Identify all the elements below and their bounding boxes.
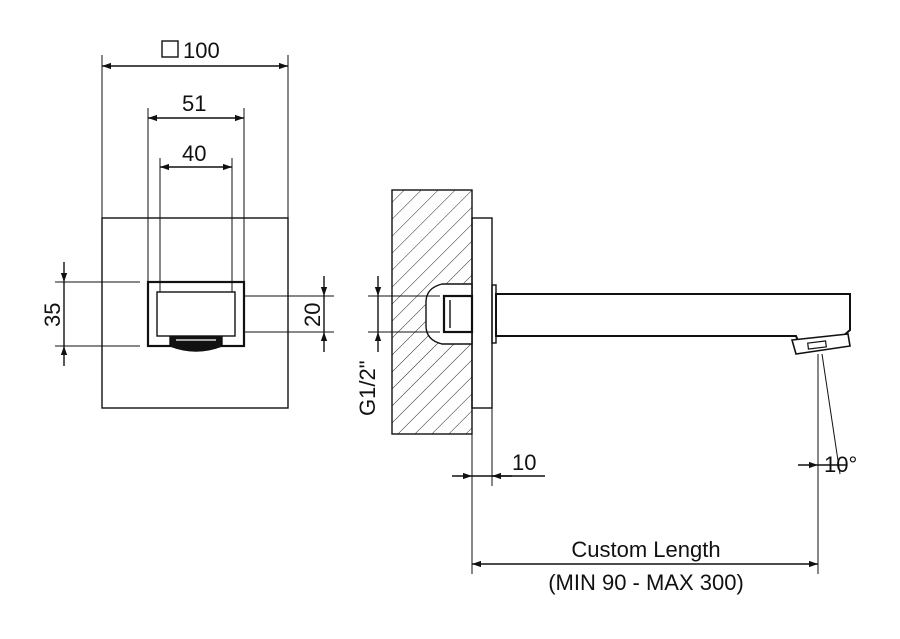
side-plate: [471, 217, 493, 409]
dim-angle: 10°: [824, 452, 857, 477]
dim-inner-width: 40: [182, 141, 206, 166]
dim-thread: G1/2": [355, 360, 380, 416]
front-outlet-inner: [156, 291, 236, 337]
side-view: G1/2" 10 10° Custom Length (MIN 90 - MAX…: [355, 189, 857, 595]
spout-body: [495, 293, 851, 347]
front-aerator: [169, 336, 223, 352]
dim-plate-width: 100: [183, 38, 220, 63]
front-view: 100 51 40 35 20: [40, 38, 334, 409]
dim-length-range: (MIN 90 - MAX 300): [548, 570, 744, 595]
front-plate: [101, 217, 289, 409]
square-symbol-icon: [161, 40, 179, 58]
dim-inner-height: 20: [300, 303, 325, 327]
dim-length-label: Custom Length: [571, 537, 720, 562]
dim-outer-width: 51: [182, 91, 206, 116]
wall-connector: [425, 283, 473, 345]
dim-outer-height: 35: [40, 303, 65, 327]
dim-plate-thickness: 10: [512, 450, 536, 475]
